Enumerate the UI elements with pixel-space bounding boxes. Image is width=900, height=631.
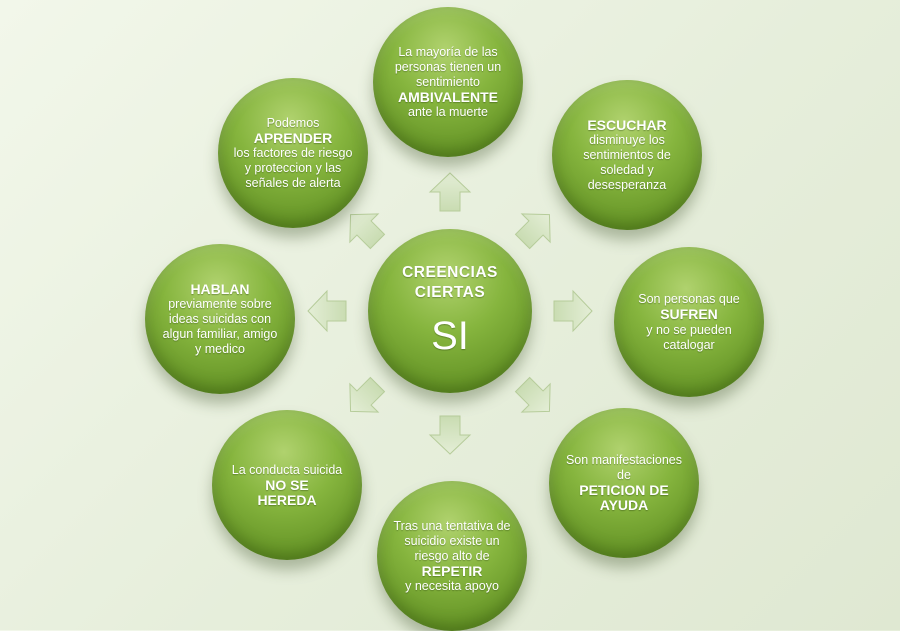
node-keyword: SUFREN bbox=[660, 305, 718, 322]
node-text: previamente sobre ideas suicidas con alg… bbox=[162, 296, 278, 356]
node-no-se-hereda: La conducta suicida NO SE HEREDA bbox=[212, 410, 362, 560]
arrow-down-left-icon bbox=[342, 376, 386, 420]
node-keyword: AMBIVALENTE bbox=[397, 88, 499, 105]
arrow-up-icon bbox=[428, 170, 472, 214]
arrow-down-right-icon bbox=[514, 376, 558, 420]
node-keyword: PETICION DE AYUDA bbox=[579, 482, 669, 513]
node-text: y no se pueden catalogar bbox=[646, 322, 732, 352]
center-title-line2: CIERTAS bbox=[414, 284, 486, 301]
node-text: Tras una tentativa de suicidio existe un… bbox=[393, 518, 511, 563]
node-text: ante la muerte bbox=[408, 104, 488, 119]
arrow-down-icon bbox=[428, 413, 472, 457]
node-keyword: HABLAN bbox=[190, 280, 250, 297]
node-keyword: NO SE HEREDA bbox=[257, 476, 317, 508]
center-circle: CREENCIAS CIERTAS SI bbox=[368, 229, 532, 393]
node-keyword: ESCUCHAR bbox=[587, 116, 667, 133]
center-title-line1: CREENCIAS bbox=[402, 264, 498, 281]
node-sufren: Son personas que SUFREN y no se pueden c… bbox=[614, 247, 764, 397]
node-hablan: HABLAN previamente sobre ideas suicidas … bbox=[145, 244, 295, 394]
node-text: Podemos bbox=[266, 115, 320, 130]
arrow-left-icon bbox=[305, 289, 349, 333]
node-text: Son personas que SUFREN bbox=[638, 291, 740, 322]
node-text: La mayoría de las personas tienen un sen… bbox=[394, 44, 502, 89]
arrow-up-left-icon bbox=[342, 206, 386, 250]
node-text: Son manifestaciones de bbox=[565, 453, 683, 482]
node-ambivalente: La mayoría de las personas tienen un sen… bbox=[373, 7, 523, 157]
node-text: los factores de riesgo y proteccion y la… bbox=[233, 145, 353, 190]
node-repetir: Tras una tentativa de suicidio existe un… bbox=[377, 481, 527, 631]
node-text: La conducta suicida bbox=[231, 462, 343, 477]
node-aprender: Podemos APRENDER los factores de riesgo … bbox=[218, 78, 368, 228]
arrow-up-right-icon bbox=[514, 206, 558, 250]
node-peticion-ayuda: Son manifestaciones de PETICION DE AYUDA bbox=[549, 408, 699, 558]
node-text: disminuye los sentimientos de soledad y … bbox=[583, 132, 671, 192]
center-answer: SI bbox=[431, 314, 469, 358]
node-escuchar: ESCUCHAR disminuye los sentimientos de s… bbox=[552, 80, 702, 230]
node-keyword: APRENDER bbox=[253, 129, 333, 146]
arrow-right-icon bbox=[551, 289, 595, 333]
node-keyword: REPETIR bbox=[421, 562, 483, 579]
node-text: y necesita apoyo bbox=[405, 578, 499, 593]
